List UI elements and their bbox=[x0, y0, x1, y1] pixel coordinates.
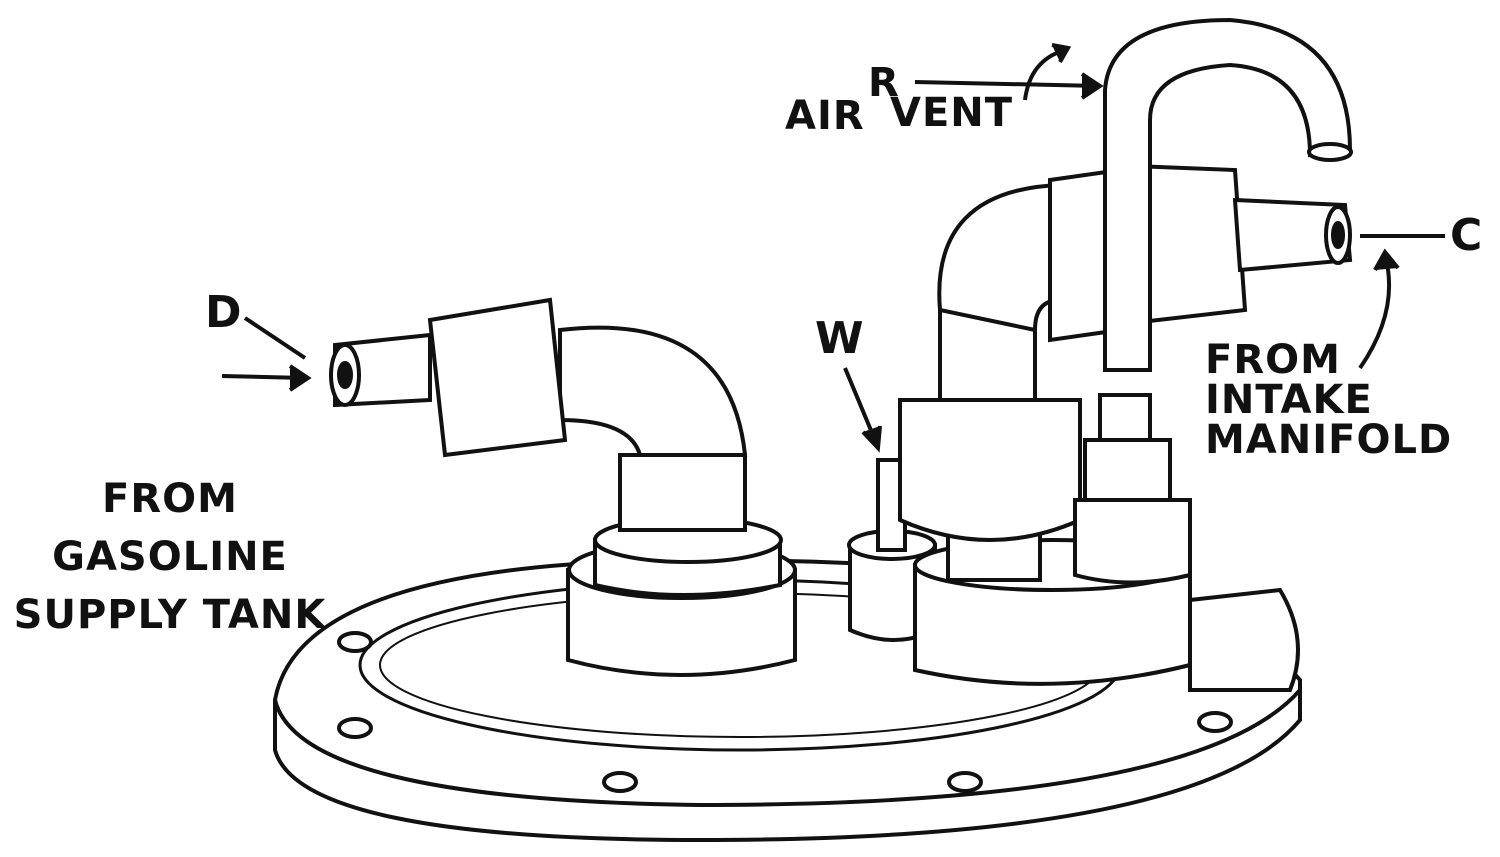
bolt-hole bbox=[602, 771, 638, 793]
bolt-hole bbox=[337, 631, 373, 653]
d-leader bbox=[243, 316, 307, 360]
w-arrow bbox=[843, 367, 877, 441]
air-vent-arrow bbox=[914, 80, 1101, 88]
label-d: D bbox=[205, 287, 243, 338]
air-vent-tube bbox=[1073, 17, 1353, 585]
label-line: FROM bbox=[1205, 337, 1341, 383]
bolt-hole bbox=[947, 771, 983, 793]
label-from-intake-manifold: FROM INTAKE MANIFOLD bbox=[1205, 340, 1452, 460]
leader-lines bbox=[221, 43, 1445, 453]
bolt-hole bbox=[1197, 711, 1233, 733]
label-line: SUPPLY TANK bbox=[13, 592, 327, 638]
bolt-hole bbox=[337, 717, 373, 739]
label-r: R bbox=[868, 60, 900, 106]
label-line: INTAKE bbox=[1205, 377, 1373, 423]
intake-fitting bbox=[898, 162, 1353, 686]
gasoline-inlet-fitting bbox=[329, 297, 797, 677]
label-line: FROM bbox=[102, 476, 238, 522]
label-line: MANIFOLD bbox=[1205, 417, 1453, 463]
label-vent: VENT bbox=[890, 90, 1014, 136]
label-c: C bbox=[1450, 210, 1484, 261]
label-from-gasoline-supply-tank: FROM GASOLINE SUPPLY TANK bbox=[5, 470, 335, 644]
label-w: W bbox=[815, 313, 865, 364]
label-line: GASOLINE bbox=[52, 534, 288, 580]
label-air: AIR bbox=[785, 93, 865, 139]
